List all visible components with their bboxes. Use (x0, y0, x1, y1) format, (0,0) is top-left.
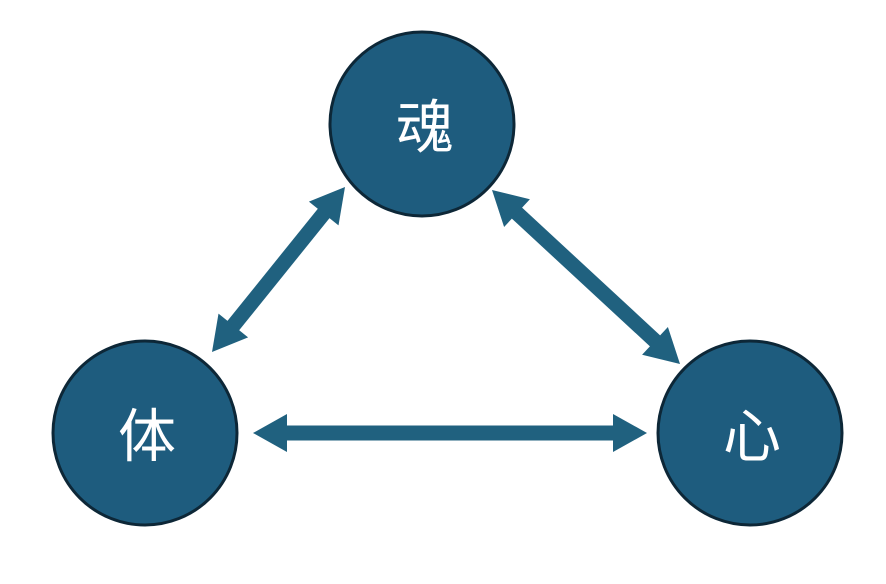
edge-body-mind-arrow (253, 414, 647, 452)
arrowhead-toward-mind-icon (642, 327, 680, 364)
arrowhead-toward-body-icon (212, 313, 249, 352)
edge-soul-mind-arrow (492, 190, 680, 364)
arrowhead-toward-soul2-icon (492, 190, 530, 227)
arrowhead-toward-body2-icon (253, 414, 287, 452)
node-body: 体 (51, 339, 239, 527)
node-mind-label: 心 (723, 405, 781, 470)
arrowhead-toward-soul-icon (308, 187, 345, 226)
node-body-label: 体 (118, 405, 176, 470)
edge-soul-mind-shaft (508, 204, 664, 350)
edge-body-soul-shaft (224, 205, 333, 334)
node-body-circle (51, 339, 239, 527)
node-mind: 心 (656, 339, 844, 527)
node-soul-label: 魂 (396, 96, 454, 161)
node-soul-circle (328, 30, 516, 218)
arrowhead-toward-mind2-icon (613, 414, 647, 452)
node-soul: 魂 (328, 30, 516, 218)
edge-body-soul-arrow (212, 187, 345, 352)
node-mind-circle (656, 339, 844, 527)
